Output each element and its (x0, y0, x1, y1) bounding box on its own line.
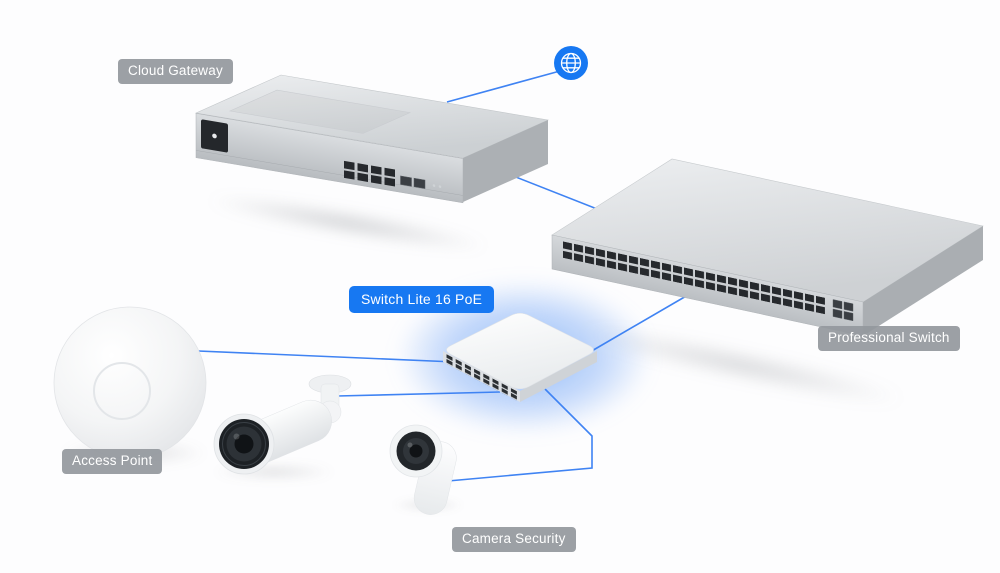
switch-right-face (863, 226, 983, 336)
access-point-dome (53, 306, 207, 460)
gateway-display-logo (212, 133, 217, 139)
switch-lite-device (430, 305, 610, 415)
gateway-right-face (463, 120, 548, 202)
switch-lite-ports (446, 354, 518, 402)
professional-switch-label[interactable]: Professional Switch (818, 326, 960, 351)
globe-icon (554, 46, 588, 80)
gateway-ethernet-ports (344, 160, 395, 187)
switch-lite-top-face (446, 312, 594, 390)
cloud-gateway-device (188, 64, 563, 212)
access-point-led-ring (93, 362, 151, 420)
camera-security-device (375, 415, 470, 520)
camera-security-lens (389, 424, 443, 478)
bullet-camera-lens (213, 413, 275, 475)
switch-ethernet-ports (563, 241, 825, 315)
cloud-gateway-label[interactable]: Cloud Gateway (118, 59, 233, 84)
access-point-device (50, 305, 210, 470)
switch-front-face (551, 234, 864, 337)
gateway-front-face (195, 113, 464, 204)
connection-switchlite-bulletcamera (336, 391, 501, 397)
switch-lite-right-face (520, 351, 597, 402)
access-point-label[interactable]: Access Point (62, 449, 163, 474)
connection-switch-switchlite (589, 287, 701, 353)
camera-security-label[interactable]: Camera Security (452, 527, 576, 552)
connection-switchlite-camerasecurity (447, 388, 593, 482)
switch-sfp-ports (832, 299, 854, 322)
bullet-camera-device (200, 360, 375, 485)
gateway-top-tray-seam (228, 89, 412, 134)
connection-switchlite-accesspoint (174, 349, 456, 363)
gateway-sfp-ports (400, 175, 426, 189)
switch-lite-label[interactable]: Switch Lite 16 PoE (349, 286, 495, 313)
internet-node (553, 45, 589, 81)
connection-internet-gateway (446, 70, 561, 103)
professional-switch-device (545, 145, 995, 345)
